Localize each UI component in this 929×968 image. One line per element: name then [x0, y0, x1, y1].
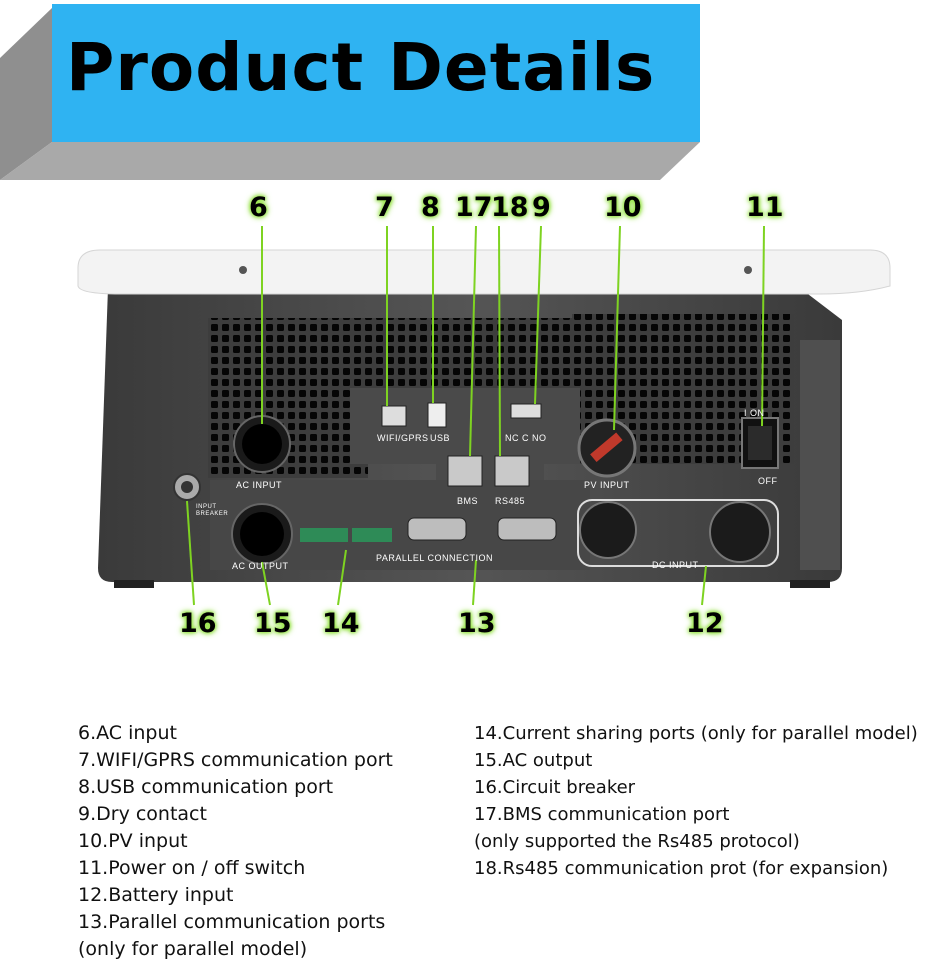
callout-7: 7 [375, 192, 394, 223]
rs485-port-label: RS485 [495, 496, 526, 506]
list-item: 12.Battery input [78, 884, 234, 906]
list-item: 13.Parallel communication ports [78, 911, 386, 933]
callout-8: 8 [421, 192, 440, 223]
ac-input-label: AC INPUT [236, 480, 283, 490]
list-item: 11.Power on / off switch [78, 857, 306, 879]
list-item: 9.Dry contact [78, 803, 207, 825]
callout-9: 9 [532, 192, 551, 223]
callout-11: 11 [746, 192, 784, 223]
wifi-port-label: WIFI/GPRS [377, 433, 429, 443]
callout-13: 13 [458, 608, 496, 639]
input-breaker-label: INPUT BREAKER [196, 504, 229, 517]
parallel-connection-label: PARALLEL CONNECTION [376, 553, 494, 563]
list-item: 7.WIFI/GPRS communication port [78, 749, 393, 771]
inverter-rear-panel: AC INPUT AC OUTPUT WIFI/GPRS USB NC C NO… [0, 190, 929, 660]
banner-slab-shape [0, 4, 700, 180]
switch-on-label: I ON [744, 408, 765, 418]
callout-10: 10 [604, 192, 642, 223]
list-item: 15.AC output [474, 750, 593, 771]
dc-input-label: DC INPUT [652, 560, 699, 570]
page-title: Product Details [66, 29, 656, 106]
callout-18: 18 [491, 192, 529, 223]
callout-12: 12 [686, 608, 724, 639]
list-item: 17.BMS communication port [474, 804, 730, 825]
product-details-banner: Product Details [0, 0, 700, 180]
list-item: (only supported the Rs485 protocol) [474, 831, 800, 852]
description-list-left: 6.AC input 7.WIFI/GPRS communication por… [78, 720, 393, 963]
usb-port-label: USB [430, 433, 451, 443]
list-item: 14.Current sharing ports (only for paral… [474, 723, 918, 744]
list-item: 6.AC input [78, 722, 177, 744]
ac-output-label: AC OUTPUT [232, 561, 289, 571]
callout-16: 16 [179, 608, 217, 639]
bms-port-label: BMS [457, 496, 479, 506]
inverter-illustration [77, 225, 891, 606]
list-item: (only for parallel model) [78, 938, 308, 960]
description-list-right: 14.Current sharing ports (only for paral… [474, 720, 918, 882]
callout-6: 6 [249, 192, 268, 223]
list-item: 8.USB communication port [78, 776, 334, 798]
list-item: 10.PV input [78, 830, 188, 852]
list-item: 18.Rs485 communication prot (for expansi… [474, 858, 889, 879]
pv-input-label: PV INPUT [584, 480, 630, 490]
callout-17: 17 [455, 192, 493, 223]
list-item: 16.Circuit breaker [474, 777, 636, 798]
dry-contact-label: NC C NO [505, 433, 547, 443]
switch-off-label: OFF [758, 476, 778, 486]
callout-15: 15 [254, 608, 292, 639]
callout-14: 14 [322, 608, 360, 639]
